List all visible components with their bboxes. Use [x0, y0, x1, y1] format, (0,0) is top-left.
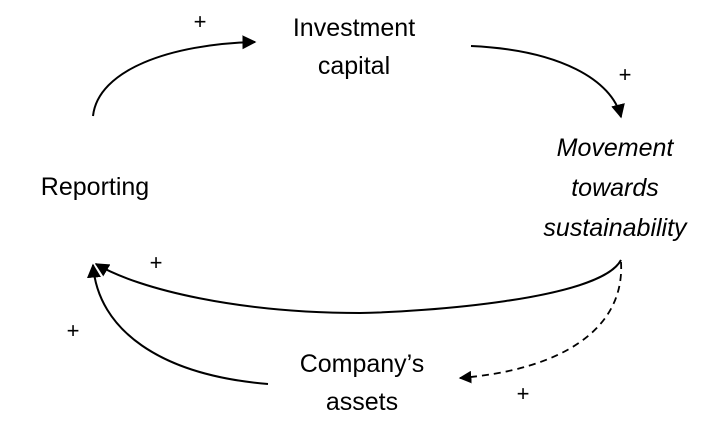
link-assets-to-reporting: [86, 263, 269, 385]
polarity-assets-reporting: +: [66, 318, 80, 343]
node-company-assets: Company’s assets: [287, 345, 437, 421]
link-movement-to-assets-dashed: [458, 261, 622, 384]
polarity-movement-assets: +: [516, 381, 530, 406]
node-line: Investment: [292, 14, 416, 42]
link-investment-to-movement: [470, 45, 625, 119]
link-movement-to-reporting: [94, 259, 622, 315]
node-line: assets: [325, 388, 399, 416]
node-line: sustainability: [543, 214, 687, 242]
node-investment-capital: Investment capital: [284, 9, 424, 85]
polarity-investment-movement: +: [618, 62, 632, 87]
node-movement-towards-sustainability: Movement towards sustainability: [520, 128, 710, 248]
node-line: towards: [571, 174, 659, 202]
node-line: Reporting: [40, 173, 150, 201]
polarity-movement-reporting: +: [149, 250, 163, 275]
node-line: capital: [317, 52, 391, 80]
link-reporting-to-investment: [92, 35, 257, 117]
node-line: Company’s: [299, 350, 425, 378]
node-reporting: Reporting: [30, 168, 160, 206]
node-line: Movement: [556, 134, 674, 162]
polarity-reporting-investment: +: [193, 9, 207, 34]
